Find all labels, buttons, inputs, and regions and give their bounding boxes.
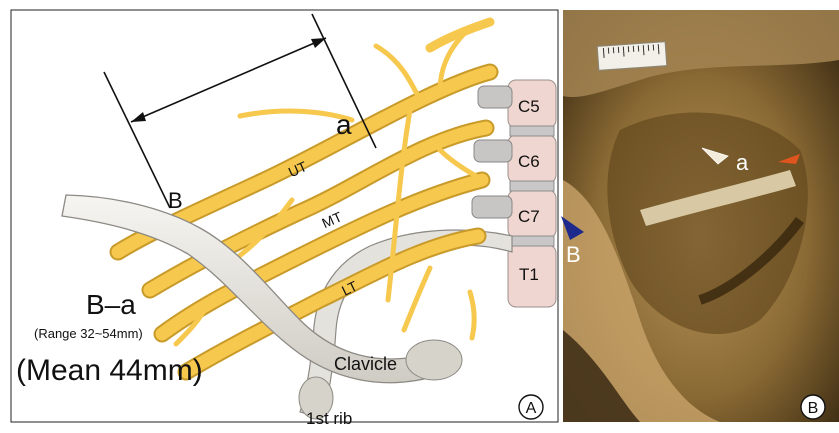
panel-b-photo: a B B [561,10,839,422]
vertebra-label-c7: C7 [518,207,540,226]
disc-2 [510,181,554,191]
disc-3 [510,236,554,246]
measure-mean: (Mean 44mm) [16,354,203,387]
scale-ruler [597,42,667,71]
vertebra-label-c5: C5 [518,97,540,116]
vertebra-label-c6: C6 [518,152,540,171]
vertebra-label-t1: T1 [519,265,539,284]
transverse-c5 [478,86,512,108]
transverse-c6 [474,140,512,162]
photo-marker-a: a [736,150,749,175]
panel-b-letter: B [808,400,819,417]
photo-marker-b: B [566,242,581,267]
clavicle-end [406,340,462,380]
rib-label: 1st rib [306,409,352,428]
measure-title: B–a [86,289,136,320]
panel-a-illustration: a B UT MT LT C5 C6 C7 T1 B–a (Range 32~5… [11,10,558,428]
clavicle-label: Clavicle [334,354,397,374]
point-label-b: B [168,188,183,213]
measure-range: (Range 32~54mm) [34,326,143,341]
panel-a-letter: A [526,400,537,417]
transverse-c7 [472,196,512,218]
distance-label-a: a [336,109,352,140]
disc-1 [510,126,554,136]
